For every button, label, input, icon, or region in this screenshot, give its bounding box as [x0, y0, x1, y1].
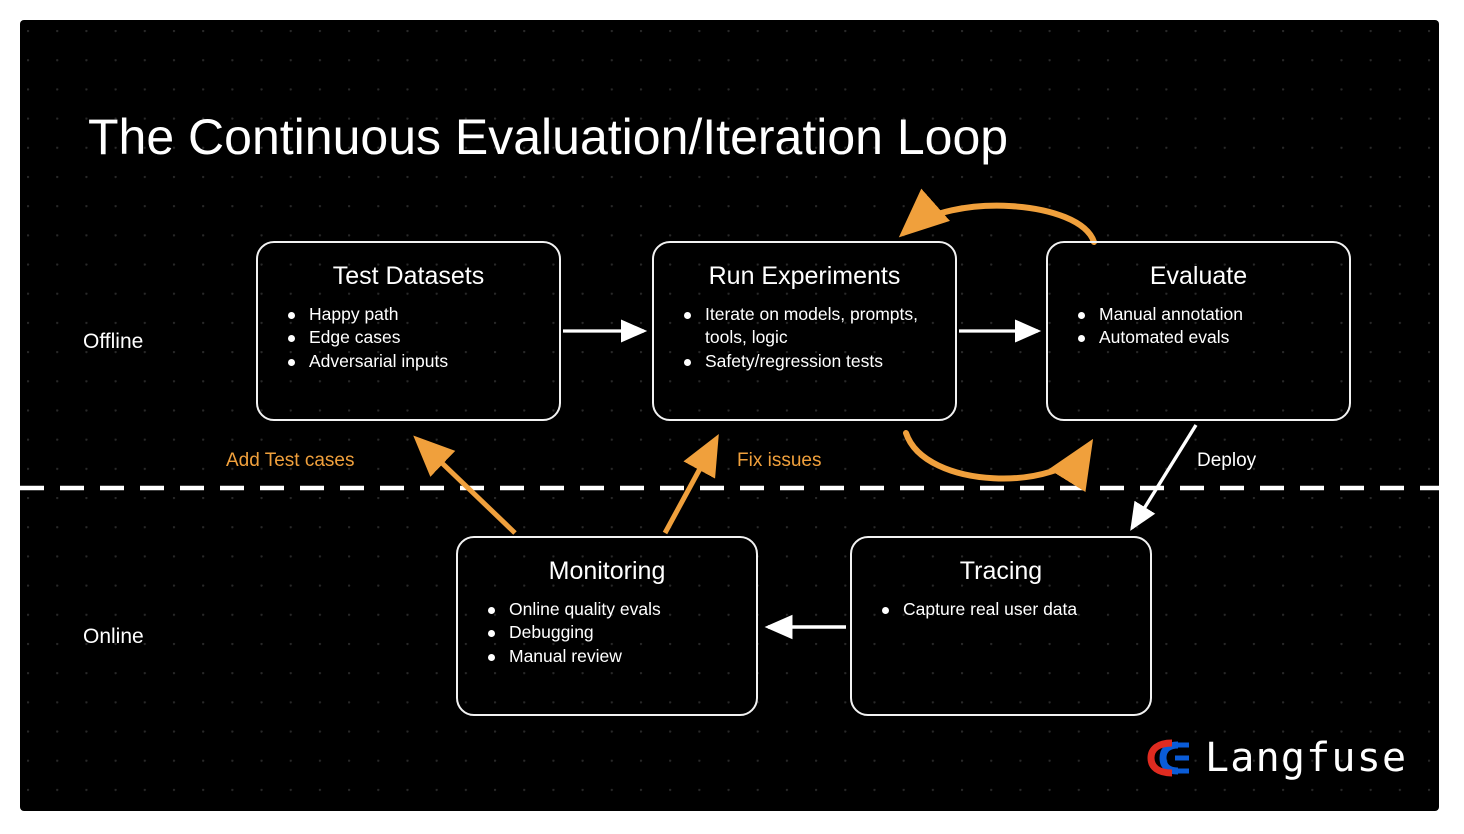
connector-monitoring-to-datasets [413, 435, 517, 535]
node-bullet-list: Happy path Edge cases Adversarial inputs [258, 303, 559, 373]
node-title: Run Experiments [708, 262, 901, 290]
list-item: Debugging [488, 621, 746, 644]
connector-experiments-to-evaluate-arc [903, 430, 1094, 493]
list-item: Happy path [288, 303, 549, 326]
brand-name: Langfuse [1205, 735, 1408, 781]
langfuse-logo-icon [1147, 739, 1189, 777]
page-title: The Continuous Evaluation/Iteration Loop [88, 109, 1009, 165]
connector-evaluate-to-tracing [1130, 424, 1198, 531]
list-item: Adversarial inputs [288, 350, 549, 373]
edge-label-deploy: Deploy [1197, 450, 1257, 471]
node-tracing[interactable]: Tracing Capture real user data [850, 536, 1152, 716]
diagram-canvas: The Continuous Evaluation/Iteration Loop… [20, 20, 1439, 811]
list-item: Iterate on models, prompts, tools, logic [684, 303, 945, 350]
edge-label-add-test-cases: Add Test cases [226, 450, 355, 471]
node-test-datasets[interactable]: Test Datasets Happy path Edge cases Adve… [256, 241, 561, 421]
node-bullet-list: Capture real user data [852, 598, 1150, 621]
node-monitoring[interactable]: Monitoring Online quality evals Debuggin… [456, 536, 758, 716]
list-item: Automated evals [1078, 326, 1339, 349]
list-item: Manual review [488, 645, 746, 668]
node-evaluate[interactable]: Evaluate Manual annotation Automated eva… [1046, 241, 1351, 421]
list-item: Manual annotation [1078, 303, 1339, 326]
brand-logo: Langfuse [1145, 735, 1407, 781]
list-item: Online quality evals [488, 598, 746, 621]
connector-monitoring-to-experiments [662, 433, 719, 535]
list-item: Capture real user data [882, 598, 1140, 621]
node-run-experiments[interactable]: Run Experiments Iterate on models, promp… [652, 241, 957, 421]
node-bullet-list: Manual annotation Automated evals [1048, 303, 1349, 350]
node-title: Tracing [959, 557, 1043, 585]
lane-label-online: Online [83, 625, 144, 648]
lane-label-offline: Offline [83, 330, 144, 353]
node-title: Test Datasets [332, 262, 485, 290]
list-item: Edge cases [288, 326, 549, 349]
node-bullet-list: Iterate on models, prompts, tools, logic… [654, 303, 955, 373]
edge-label-fix-issues: Fix issues [737, 450, 822, 471]
connector-evaluate-to-experiments-arc [898, 188, 1097, 245]
node-title: Monitoring [548, 557, 666, 585]
list-item: Safety/regression tests [684, 350, 945, 373]
node-bullet-list: Online quality evals Debugging Manual re… [458, 598, 756, 668]
node-title: Evaluate [1149, 262, 1248, 290]
